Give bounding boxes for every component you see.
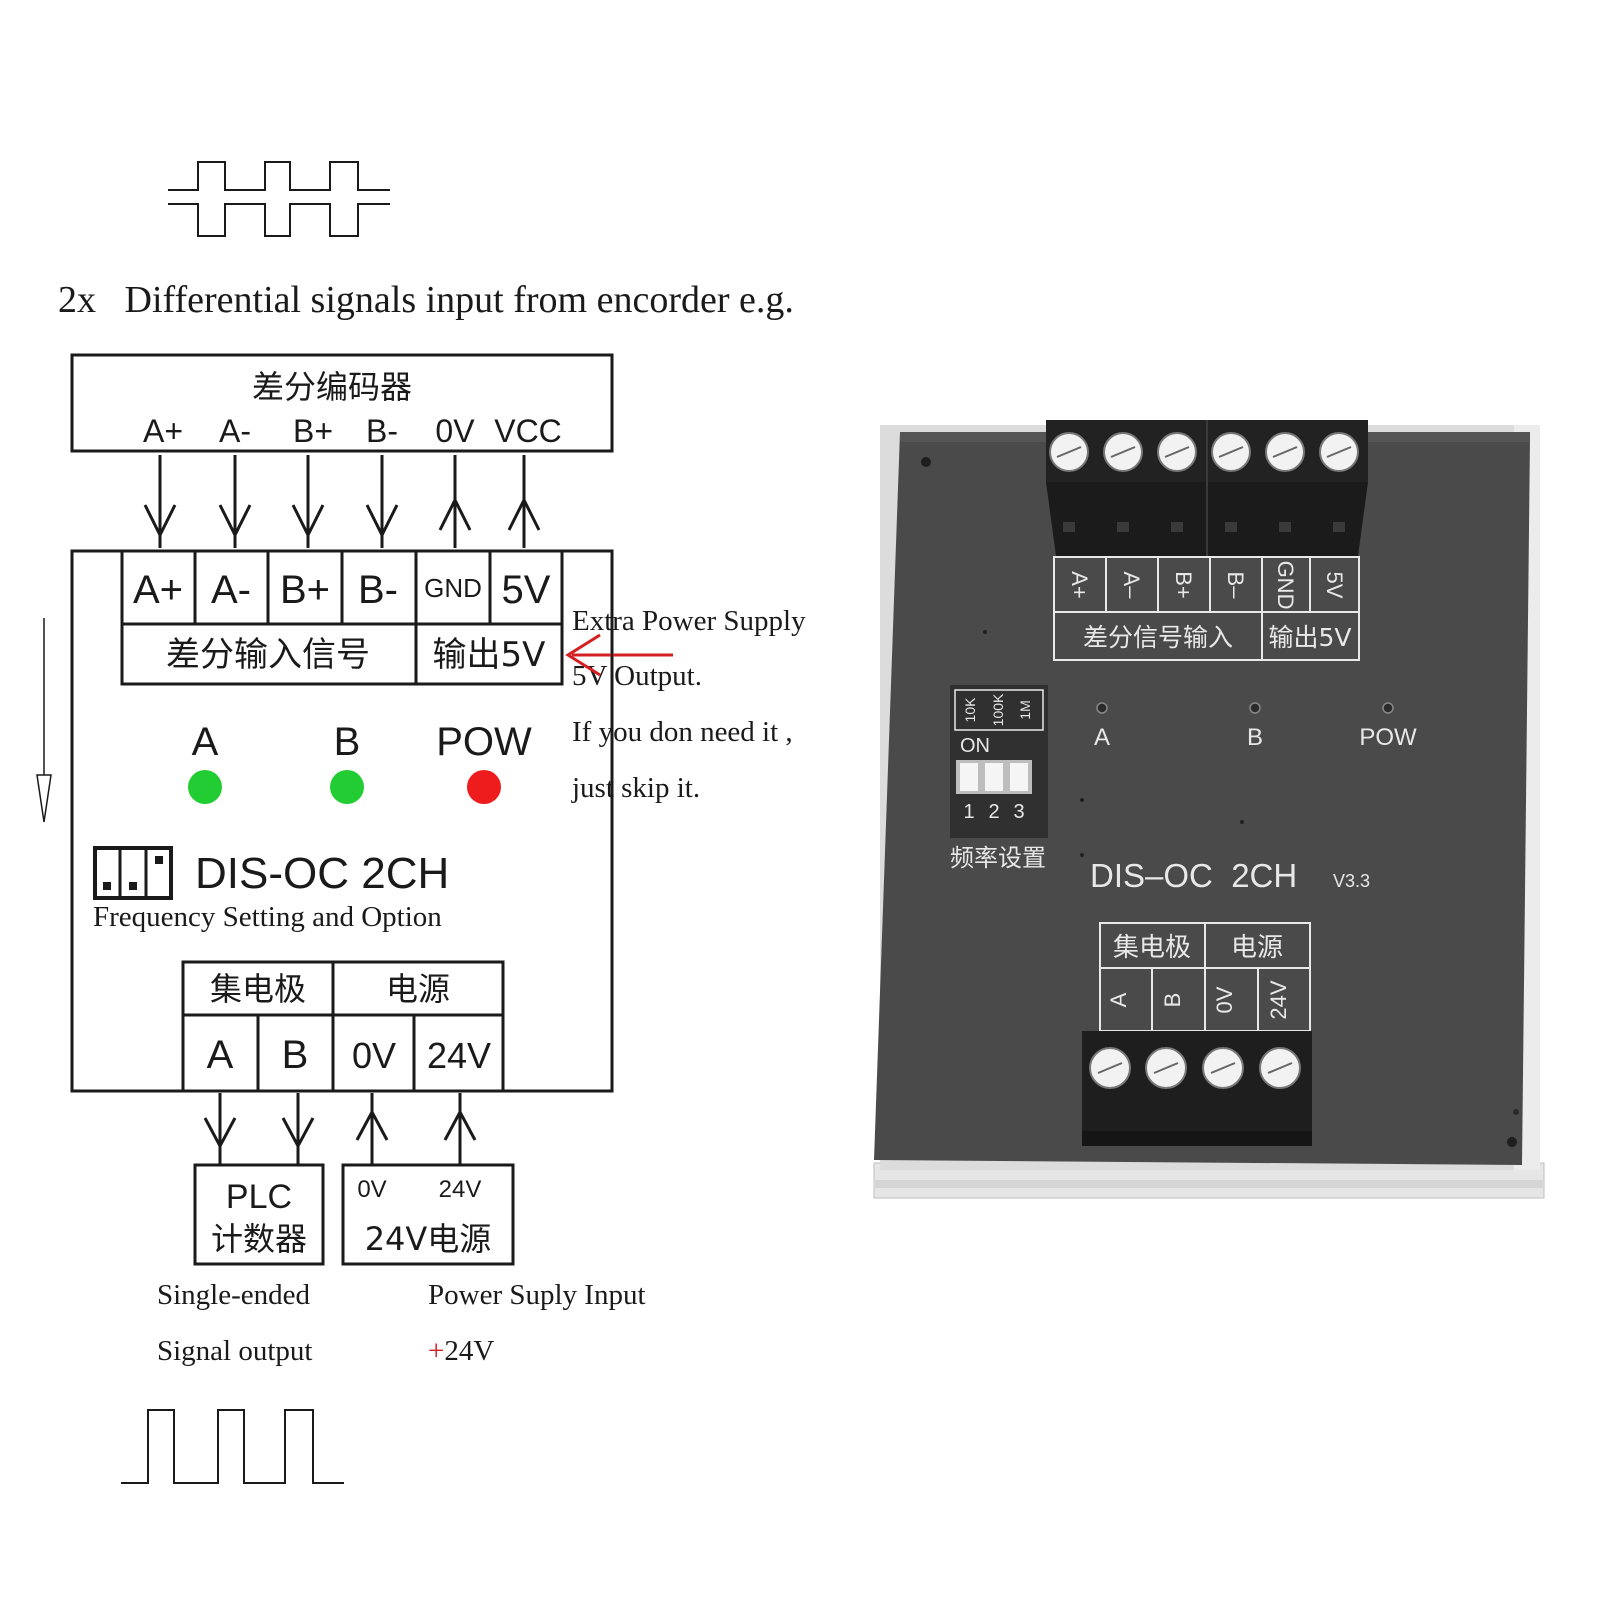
photo-out-24v: 24V bbox=[1266, 980, 1291, 1019]
module-pin-gnd: GND bbox=[424, 573, 482, 603]
dip-switch-logo-icon bbox=[93, 846, 173, 900]
led-pow-indicator bbox=[467, 770, 501, 804]
red-pointer-arrow-icon bbox=[565, 633, 673, 677]
plc-label: PLC bbox=[226, 1178, 292, 1216]
photo-label-a-minus: A– bbox=[1119, 572, 1144, 600]
single-ended-line-2: Signal output bbox=[157, 1335, 312, 1367]
module-pin-a-minus: A- bbox=[211, 568, 251, 612]
module-pin-b-minus: B- bbox=[358, 568, 398, 612]
psu-24v-label: 24V bbox=[439, 1176, 482, 1203]
extra-power-line-1: Extra Power Supply bbox=[572, 605, 806, 637]
photo-power-label: 电源 bbox=[1231, 933, 1283, 963]
signal-arrows-down bbox=[143, 455, 399, 548]
psu-0v-label: 0V bbox=[357, 1176, 386, 1203]
dip-switch: 10K 100K 1M ON 1 2 3 bbox=[950, 685, 1048, 838]
product-photo: A+ A– B+ B– GND 5V 差分信号输入 输出5V 10K 100K … bbox=[873, 420, 1545, 1199]
photo-label-5v: 5V bbox=[1322, 572, 1347, 599]
photo-led-b: B bbox=[1247, 724, 1263, 751]
dip-caption: 频率设置 bbox=[950, 844, 1046, 872]
top-terminal-screws bbox=[1049, 432, 1359, 472]
extra-power-line-3: If you don need it , bbox=[572, 716, 793, 748]
dip-on-label: ON bbox=[960, 735, 990, 757]
encoder-pin-a-plus: A+ bbox=[143, 413, 183, 449]
photo-input-group-label: 差分信号输入 bbox=[1083, 623, 1233, 652]
power-input-plus: + bbox=[428, 1335, 444, 1367]
counter-label: 计数器 bbox=[211, 1220, 307, 1258]
led-label-pow: POW bbox=[436, 720, 532, 764]
power-arrows-up bbox=[438, 455, 541, 548]
bottom-terminal-screws bbox=[1089, 1047, 1301, 1089]
output-5v-label: 输出5V bbox=[433, 635, 546, 675]
module-box: A+ A- B+ B- GND 5V 差分输入信号 输出5V A B POW D… bbox=[70, 549, 614, 1093]
differential-waveform-icon bbox=[168, 161, 390, 237]
dip-header-10k: 10K bbox=[962, 697, 978, 723]
dip-header-1m: 1M bbox=[1017, 700, 1033, 719]
extra-power-line-2: 5V Output. bbox=[572, 660, 702, 692]
photo-output-5v-label: 输出5V bbox=[1268, 623, 1351, 652]
encoder-pin-b-plus: B+ bbox=[293, 413, 333, 449]
power-input-line-2: +24V bbox=[428, 1335, 494, 1367]
module-out-0v: 0V bbox=[352, 1035, 396, 1076]
dip-number-3: 3 bbox=[1013, 801, 1024, 823]
output-arrows bbox=[203, 1093, 477, 1165]
photo-led-a: A bbox=[1094, 724, 1110, 751]
photo-out-0v: 0V bbox=[1212, 986, 1237, 1013]
power-input-line-1: Power Suply Input bbox=[428, 1279, 646, 1311]
extra-power-line-4: just skip it. bbox=[571, 772, 700, 804]
module-pin-5v: 5V bbox=[502, 568, 551, 612]
module-model-name: DIS-OC 2CH bbox=[195, 849, 449, 898]
single-ended-line-1: Single-ended bbox=[157, 1279, 311, 1311]
dip-header-100k: 100K bbox=[990, 693, 1006, 726]
photo-label-b-plus: B+ bbox=[1171, 571, 1196, 599]
input-group-label: 差分输入信号 bbox=[166, 635, 370, 675]
led-b-indicator bbox=[330, 770, 364, 804]
led-label-a: A bbox=[192, 720, 219, 764]
psu-24v-box: 0V 24V 24V电源 bbox=[341, 1163, 515, 1266]
dip-number-2: 2 bbox=[988, 801, 999, 823]
photo-label-b-minus: B– bbox=[1223, 572, 1248, 600]
photo-out-a: A bbox=[1106, 992, 1131, 1007]
encoder-title: 差分编码器 bbox=[252, 368, 412, 406]
encoder-pin-a-minus: A- bbox=[219, 413, 251, 449]
photo-model-name: DIS–OC 2CH bbox=[1090, 857, 1297, 894]
caption-top: 2x Differential signals input from encor… bbox=[58, 279, 794, 321]
power-label: 电源 bbox=[386, 970, 450, 1008]
module-model-caption: Frequency Setting and Option bbox=[93, 901, 442, 933]
photo-led-pow: POW bbox=[1359, 724, 1417, 751]
psu-main-label: 24V电源 bbox=[365, 1220, 492, 1258]
encoder-pin-b-minus: B- bbox=[366, 413, 398, 449]
power-input-value: 24V bbox=[444, 1335, 494, 1367]
flow-down-arrow-icon bbox=[36, 618, 52, 823]
dip-number-1: 1 bbox=[963, 801, 974, 823]
module-pin-b-plus: B+ bbox=[280, 568, 330, 612]
encoder-box: 差分编码器 A+ A- B+ B- 0V VCC bbox=[70, 353, 614, 453]
module-pin-a-plus: A+ bbox=[133, 568, 183, 612]
photo-label-gnd: GND bbox=[1273, 561, 1298, 610]
photo-collector-label: 集电极 bbox=[1113, 933, 1191, 963]
plc-counter-box: PLC 计数器 bbox=[193, 1163, 325, 1266]
single-ended-waveform-icon bbox=[121, 1409, 344, 1484]
photo-out-b: B bbox=[1160, 993, 1185, 1008]
collector-label: 集电极 bbox=[210, 970, 306, 1008]
photo-label-a-plus: A+ bbox=[1067, 571, 1092, 599]
photo-version: V3.3 bbox=[1333, 871, 1370, 891]
extra-power-note: Extra Power Supply 5V Output. If you don… bbox=[571, 605, 806, 804]
led-a-indicator bbox=[188, 770, 222, 804]
encoder-pin-vcc: VCC bbox=[494, 413, 562, 449]
module-out-24v: 24V bbox=[427, 1035, 491, 1076]
encoder-pin-0v: 0V bbox=[435, 413, 475, 449]
module-out-a: A bbox=[207, 1033, 234, 1077]
led-label-b: B bbox=[334, 720, 361, 764]
module-out-b: B bbox=[282, 1033, 309, 1077]
